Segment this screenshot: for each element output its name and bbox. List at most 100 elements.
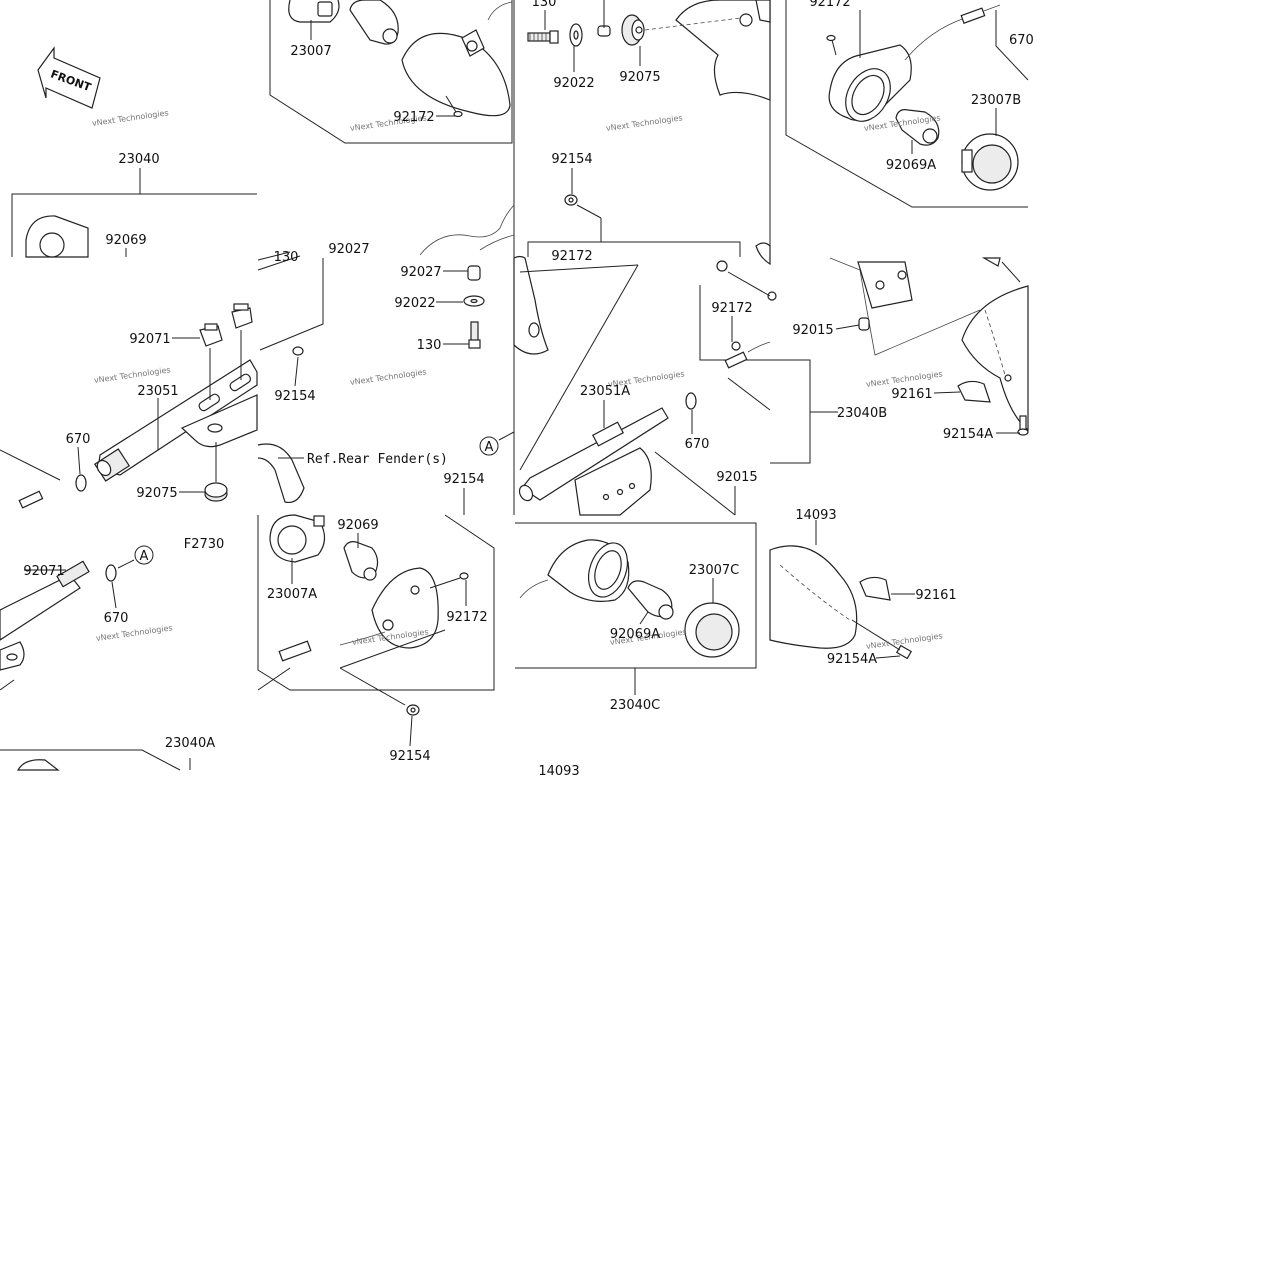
watermark-text: vNext Technologies [95, 623, 173, 643]
screw-92154-bottom [406, 704, 420, 716]
watermark-text: vNext Technologies [91, 108, 169, 128]
label-130-top: 130 [532, 0, 557, 10]
screw-92172-right [716, 260, 741, 351]
label-92154-left-mid: 92154 [274, 389, 315, 404]
bracket-center-top [419, 204, 515, 256]
bulb-92069a-top-icon [895, 109, 940, 146]
leader-lines [24, 0, 1029, 747]
callout-a-left-text: A [140, 549, 149, 564]
label-92071-low: 92071 [23, 564, 64, 579]
callout-a-left: A [117, 545, 154, 569]
bracket-right-mid [829, 257, 981, 356]
label-23007a: 23007A [267, 587, 317, 602]
label-92022-top: 92022 [553, 76, 594, 91]
socket-23007a [269, 514, 326, 563]
oring-670-left [75, 474, 87, 492]
label-92075-left: 92075 [136, 486, 177, 501]
label-670-center: 670 [685, 437, 710, 452]
label-14093-right: 14093 [795, 508, 836, 523]
label-92069a-low: 92069A [610, 627, 660, 642]
bulb-92069-low [343, 541, 379, 581]
bulb-icon [349, 0, 399, 45]
label-92027-left: 92027 [328, 242, 369, 257]
connector-low [278, 640, 312, 662]
label-670-top-right: 670 [1009, 33, 1034, 48]
watermark-text: vNext Technologies [349, 367, 427, 387]
label-92154-center-top: 92154 [551, 152, 592, 167]
stay-low-left [0, 560, 90, 671]
label-92154-bottom: 92154 [389, 749, 430, 764]
oring-670-low [105, 564, 117, 582]
part-23007-socket [288, 0, 340, 23]
label-92022-mid: 92022 [394, 296, 435, 311]
label-92172-right: 92172 [711, 301, 752, 316]
screw-92154a-right [1017, 415, 1029, 436]
label-92154a-low: 92154A [827, 652, 877, 667]
watermark-text: vNext Technologies [93, 365, 171, 385]
label-130-mid: 130 [417, 338, 442, 353]
callout-a-center-text: A [485, 440, 494, 455]
lamp-23040-left [25, 215, 89, 258]
label-92075-top: 92075 [619, 70, 660, 85]
screw-92172-top [445, 95, 463, 118]
screw-92172-low [429, 572, 469, 589]
lamp-23040c [519, 539, 630, 602]
label-23007: 23007 [290, 44, 331, 59]
fender-ref [257, 443, 305, 504]
label-92172-center: 92172 [551, 249, 592, 264]
label-92154-center-low: 92154 [443, 472, 484, 487]
stay-23051 [93, 359, 258, 482]
lens-23007b-icon [961, 133, 1019, 191]
screw-92154-center-top [564, 194, 578, 206]
part-labels: 130 23007 92022 92075 92172 92172 670 23… [23, 0, 1034, 779]
label-92015-right: 92015 [792, 323, 833, 338]
label-23007c: 23007C [689, 563, 739, 578]
connector-left [18, 490, 44, 509]
label-23040c: 23040C [610, 698, 660, 713]
washer-92022-top [569, 23, 583, 47]
collar-92015-right [858, 317, 870, 331]
grommet-92075-left [204, 482, 228, 502]
label-23051: 23051 [137, 384, 178, 399]
label-92154a-right: 92154A [943, 427, 993, 442]
label-92161-right: 92161 [891, 387, 932, 402]
bracket-top-right [675, 0, 771, 101]
label-ref-rear-fender: Ref.Rear Fender(s) [307, 452, 448, 467]
label-92161-low: 92161 [915, 588, 956, 603]
clip-92071-left [199, 303, 253, 347]
label-14093-bottom: 14093 [538, 764, 579, 779]
watermark-text: vNext Technologies [605, 113, 683, 133]
label-23040a: 23040A [165, 736, 215, 751]
oring-670-center [685, 392, 697, 410]
label-92069-low: 92069 [337, 518, 378, 533]
label-92069a-top: 92069A [886, 158, 936, 173]
bulb-92069a-low-icon [627, 580, 674, 620]
figure-code: F2730 [184, 537, 225, 552]
label-130-left-cut: 130 [274, 250, 299, 265]
label-92027-mid: 92027 [400, 265, 441, 280]
bolt-130-mid [468, 321, 481, 349]
label-670-low: 670 [104, 611, 129, 626]
label-92015-center: 92015 [716, 470, 757, 485]
label-92071-left: 92071 [129, 332, 170, 347]
connector-center [724, 341, 771, 369]
label-92069-left: 92069 [105, 233, 146, 248]
lens-housing-icon [401, 1, 513, 117]
reflector-92161-low [859, 576, 891, 601]
lens-housing-low [339, 567, 439, 649]
label-670-left: 670 [66, 432, 91, 447]
collar-92027-mid [467, 265, 481, 281]
screw-92172-top-right [826, 34, 837, 56]
grommet-92075-top [621, 14, 645, 46]
label-23040: 23040 [118, 152, 159, 167]
front-arrow-icon: FRONT [37, 46, 101, 109]
fender-right [961, 285, 1029, 432]
label-23051a: 23051A [580, 384, 630, 399]
mount-plate-center [513, 255, 549, 355]
lamp-23040a [16, 758, 191, 771]
stay-23051a [518, 407, 669, 516]
label-92172-top-right: 92172 [809, 0, 850, 10]
lens-23007c-icon [684, 602, 740, 658]
callout-a-center: A [479, 431, 515, 456]
